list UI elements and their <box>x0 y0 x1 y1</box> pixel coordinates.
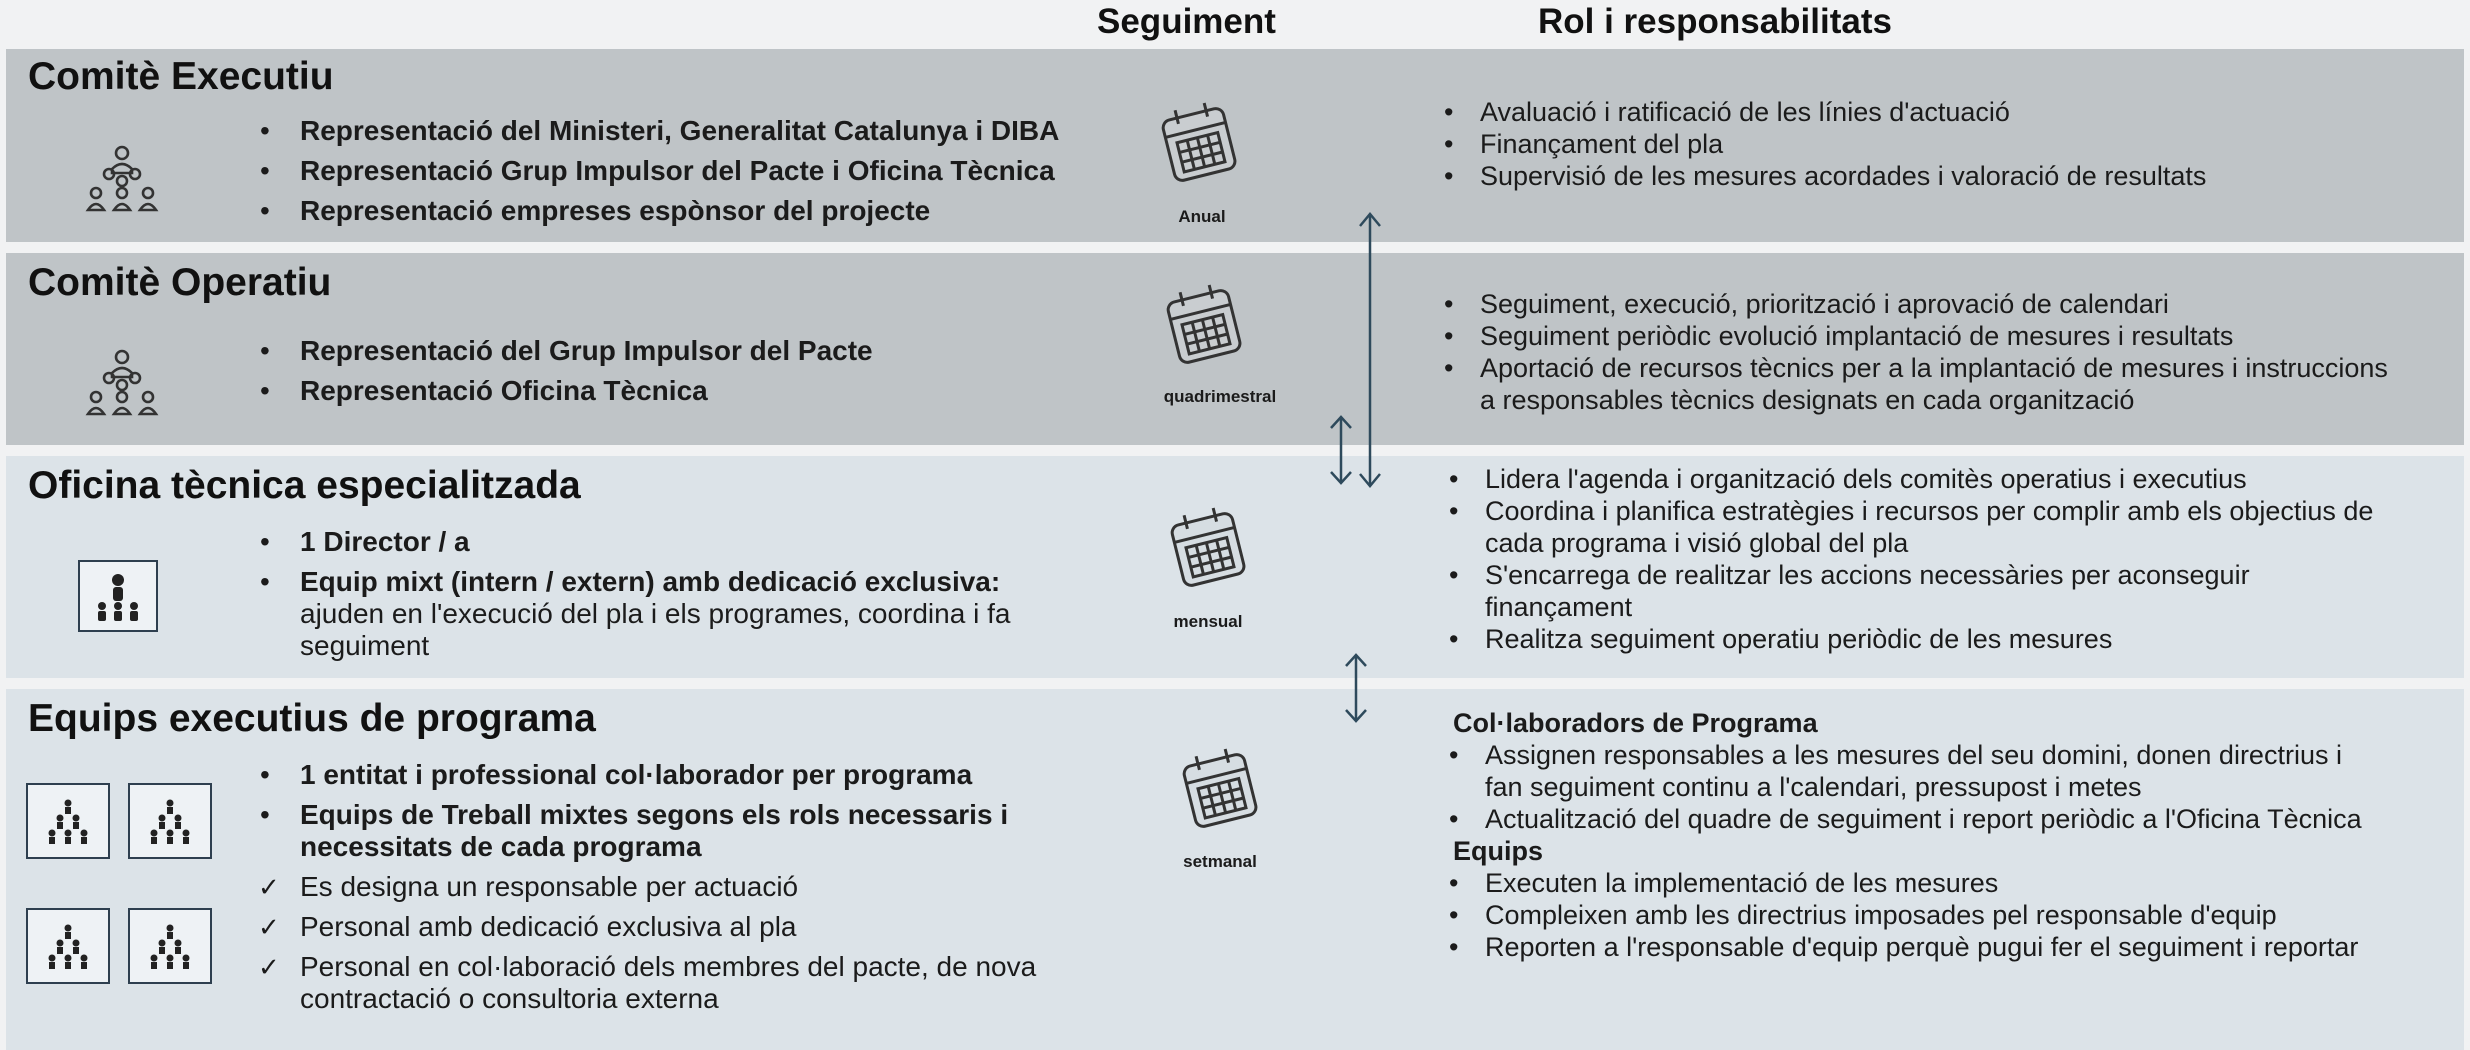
member-bold: 1 Director / a <box>300 526 470 557</box>
header-rol-responsabilitats: Rol i responsabilitats <box>1538 2 1892 41</box>
frequency-label: setmanal <box>1183 852 1257 871</box>
calendar-icon <box>1161 102 1237 182</box>
team-icon <box>78 560 158 632</box>
list-item: Equip mixt (intern / extern) amb dedicac… <box>256 566 1096 662</box>
section-comite-executiu: Comitè Executiu Representació del Minist… <box>6 49 2464 242</box>
list-item: Executen la implementació de les mesures <box>1443 867 2423 899</box>
check-item: Personal amb dedicació exclusiva al pla <box>238 911 1056 943</box>
org-hierarchy-icon <box>85 349 159 416</box>
members-list: Representació del Grup Impulsor del Pact… <box>256 335 873 415</box>
roles-list: Seguiment, execució, priorització i apro… <box>1438 288 2400 416</box>
members-list: Representació del Ministeri, Generalitat… <box>256 115 1059 235</box>
section-equips-executius: Equips executius de programa <box>6 689 2464 1050</box>
org-hierarchy-icon <box>85 145 159 212</box>
check-item: Personal en col·laboració dels membres d… <box>238 951 1042 1015</box>
member-description: ajuden en l'execució del pla i els progr… <box>300 598 1011 661</box>
list-item: 1 Director / a <box>256 526 1096 558</box>
list-item: S'encarrega de realitzar les accions nec… <box>1443 559 2345 623</box>
list-item: Realitza seguiment operatiu periòdic de … <box>1443 623 2423 655</box>
frequency-label: mensual <box>1173 612 1243 631</box>
roles-list: Avaluació i ratificació de les línies d'… <box>1438 96 2206 192</box>
list-item: Compleixen amb les directrius imposades … <box>1443 899 2423 931</box>
list-item: Assignen responsables a les mesures del … <box>1443 739 2385 803</box>
list-item: Seguiment periòdic evolució implantació … <box>1438 320 2400 352</box>
double-arrow-icon <box>1345 653 1367 723</box>
calendar-icon <box>1182 748 1258 828</box>
check-item: Es designa un responsable per actuació <box>238 871 1056 903</box>
roles-subheading: Col·laboradors de Programa <box>1453 708 1818 738</box>
list-item: 1 entitat i professional col·laborador p… <box>256 759 1056 791</box>
double-arrow-icon <box>1359 212 1381 488</box>
calendar-icon <box>1166 284 1242 364</box>
roles-list: Col·laboradors de Programa Assignen resp… <box>1443 707 2423 963</box>
list-item: Representació Oficina Tècnica <box>256 375 873 407</box>
pyramid-team-icon <box>26 783 110 859</box>
section-title: Equips executius de programa <box>28 697 596 740</box>
pyramid-team-icon <box>128 908 212 984</box>
list-item: Representació del Grup Impulsor del Pact… <box>256 335 873 367</box>
members-list: 1 entitat i professional col·laborador p… <box>256 759 1056 1023</box>
section-title: Oficina tècnica especialitzada <box>28 464 581 507</box>
roles-list: Lidera l'agenda i organització dels comi… <box>1443 463 2423 655</box>
list-item: Actualització del quadre de seguiment i … <box>1443 803 2385 835</box>
section-title: Comitè Operatiu <box>28 261 332 304</box>
list-item: Representació del Ministeri, Generalitat… <box>256 115 1059 147</box>
list-item: Avaluació i ratificació de les línies d'… <box>1438 96 2206 128</box>
section-oficina-tecnica: Oficina tècnica especialitzada 1 Directo… <box>6 456 2464 678</box>
list-item: Lidera l'agenda i organització dels comi… <box>1443 463 2423 495</box>
list-item: Reporten a l'responsable d'equip perquè … <box>1443 931 2385 963</box>
roles-subheading: Equips <box>1453 836 1544 866</box>
double-arrow-icon <box>1330 415 1352 485</box>
members-list: 1 Director / a Equip mixt (intern / exte… <box>256 526 1096 670</box>
frequency-label: quadrimestral <box>1163 387 1277 406</box>
list-item: Finançament del pla <box>1438 128 2206 160</box>
frequency-label: Anual <box>1178 207 1226 226</box>
section-title: Comitè Executiu <box>28 55 334 98</box>
calendar-icon <box>1170 507 1246 587</box>
header-seguiment: Seguiment <box>1097 2 1276 41</box>
list-item: Coordina i planifica estratègies i recur… <box>1443 495 2423 559</box>
section-comite-operatiu: Comitè Operatiu Representació del Grup I… <box>6 253 2464 445</box>
list-item: Aportació de recursos tècnics per a la i… <box>1438 352 2400 416</box>
pyramid-team-icon <box>128 783 212 859</box>
list-item: Supervisió de les mesures acordades i va… <box>1438 160 2206 192</box>
member-bold: Equip mixt (intern / extern) amb dedicac… <box>300 566 1001 597</box>
list-item: Representació Grup Impulsor del Pacte i … <box>256 155 1059 187</box>
list-item: Seguiment, execució, priorització i apro… <box>1438 288 2400 320</box>
list-item: Representació empreses espònsor del proj… <box>256 195 1059 227</box>
list-item: Equips de Treball mixtes segons els rols… <box>256 799 1020 863</box>
pyramid-team-icon <box>26 908 110 984</box>
